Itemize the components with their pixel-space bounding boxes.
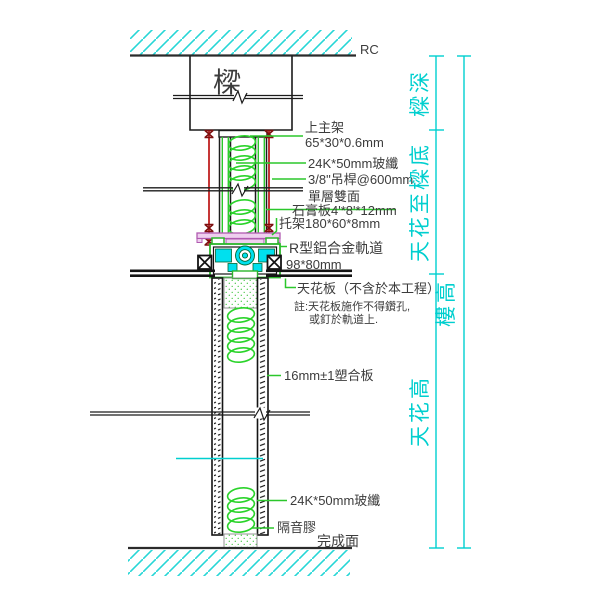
lower-stud-left bbox=[211, 277, 224, 536]
dim-beam-depth: 樑深 bbox=[409, 69, 432, 117]
label-top-runner-1: 上主架 bbox=[305, 120, 344, 135]
label-gypsum-2: 石膏板4'*8'*12mm bbox=[292, 203, 397, 218]
leader-ceiling-board bbox=[284, 278, 296, 289]
dimension-lines bbox=[429, 55, 471, 549]
label-track-2: 98*80mm bbox=[286, 257, 342, 272]
label-ceiling-board: 天花板（不含於本工程） bbox=[297, 281, 440, 296]
beam-break-line bbox=[173, 89, 303, 105]
lower-wall-break-line bbox=[90, 406, 310, 422]
floor-hatch bbox=[128, 550, 350, 576]
upper-wall-break-line bbox=[143, 182, 303, 198]
rc-slab: RC bbox=[130, 30, 379, 57]
ceiling-board-left-lower bbox=[130, 274, 215, 277]
rc-slab-hatch bbox=[130, 30, 352, 55]
label-hanger-rod: 3/8"吊桿@600mm bbox=[308, 172, 413, 187]
lower-partition bbox=[90, 277, 310, 549]
hanger-rods bbox=[203, 129, 275, 246]
callout-labels: 上主架 65*30*0.6mm 24K*50mm玻纖 3/8"吊桿@600mm … bbox=[277, 120, 440, 549]
label-track-1: R型鋁合金軌道 bbox=[289, 240, 383, 256]
break-mark bbox=[232, 89, 248, 105]
leader-lines bbox=[236, 135, 396, 529]
label-gypsum-1: 單層雙面 bbox=[308, 189, 360, 204]
bracket-tab-left bbox=[196, 238, 203, 243]
ceiling-board-left bbox=[130, 269, 215, 273]
label-fiber-upper: 24K*50mm玻纖 bbox=[308, 156, 398, 171]
track-lip-left bbox=[227, 263, 238, 272]
gypsum-packing-block bbox=[223, 277, 258, 309]
upper-partition bbox=[143, 129, 303, 246]
track-roller-inner bbox=[241, 252, 249, 259]
label-note-2: 或釘於軌道上. bbox=[309, 312, 378, 326]
ceiling-board-right bbox=[266, 269, 352, 273]
label-top-runner-2: 65*30*0.6mm bbox=[305, 135, 384, 150]
fiberglass-coil-lower-a bbox=[226, 307, 256, 363]
track-lip-right bbox=[252, 263, 263, 272]
beam: 樑 bbox=[173, 55, 303, 131]
break-mark bbox=[253, 406, 271, 422]
top-runner-channel bbox=[218, 129, 268, 138]
label-particle-board: 16mm±1塑合板 bbox=[284, 368, 373, 383]
fiberglass-coil-lower-b bbox=[226, 487, 256, 533]
floor bbox=[128, 546, 352, 576]
dimension-texts: 樑深 天花至樑底 天花高 樓高 bbox=[409, 69, 458, 447]
label-note-1: 註:天花板施作不得鑽孔, bbox=[294, 299, 410, 313]
leader-bracket bbox=[271, 218, 278, 236]
dim-ceiling-height: 天花高 bbox=[409, 375, 432, 447]
fastener-symbols bbox=[197, 254, 282, 270]
label-bracket: 托架180*60*8mm bbox=[279, 216, 380, 231]
label-sound-seal: 隔音膠 bbox=[277, 520, 316, 535]
ceiling-board-right-lower bbox=[266, 274, 352, 277]
label-fiber-lower: 24K*50mm玻纖 bbox=[290, 493, 380, 508]
label-finish-level: 完成面 bbox=[317, 533, 359, 549]
dim-ceiling-to-beam: 天花至樑底 bbox=[409, 142, 432, 262]
track-insert-left bbox=[215, 248, 232, 263]
sound-seal-block bbox=[223, 533, 258, 549]
track-bottom-opening bbox=[231, 270, 259, 280]
rc-label: RC bbox=[360, 42, 379, 57]
break-mark bbox=[231, 182, 249, 198]
lower-stud-right bbox=[256, 277, 269, 536]
ceiling-line bbox=[130, 269, 352, 277]
fiberglass-coil-upper-b bbox=[227, 199, 257, 235]
dim-storey-height: 樓高 bbox=[435, 279, 458, 327]
